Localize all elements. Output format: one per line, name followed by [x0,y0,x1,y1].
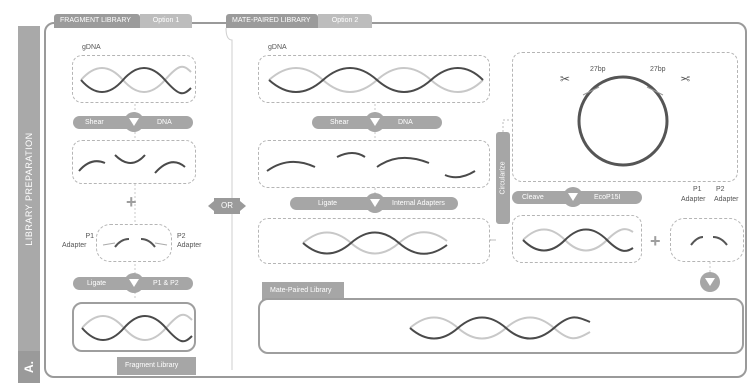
mate-p1-label: P1 [693,186,702,193]
down-triangle-icon [124,273,144,293]
fragment-p1p2-label: P1 & P2 [153,280,179,287]
tab-mate-paired-library[interactable]: MATE-PAIRED LIBRARY [226,14,318,28]
tab-mate-option[interactable]: Option 2 [318,14,372,28]
mate-shear-label: Shear [330,119,349,126]
tab-fragment-option[interactable]: Option 1 [140,14,192,28]
mate-p1-adapter-label: Adapter [681,196,706,203]
or-badge: OR [208,198,246,214]
fragment-p1-label: P1 [85,233,94,240]
library-preparation-sidebar: LIBRARY PREPARATION [18,26,40,351]
down-triangle-icon [124,112,144,132]
sheared-fragments-icon [78,154,186,174]
cleaved-strand-icon [522,228,634,252]
fragment-adapters-box [96,224,172,262]
fragment-gdna-label: gDNA [82,44,101,51]
plus-icon: + [650,231,661,251]
section-label: A. [18,351,40,383]
fragment-p1-adapter-label: Adapter [62,242,87,249]
mate-ligated-box [258,218,490,264]
mate-gdna-label: gDNA [268,44,287,51]
adapter-arcs-icon [102,238,168,248]
bp-left-label: 27bp [590,66,606,73]
fragment-p2-adapter-label: Adapter [177,242,202,249]
mate-adapters-box [670,218,744,262]
down-triangle-icon [700,272,720,292]
down-triangle-icon [365,112,385,132]
mate-sheared-box [258,140,490,188]
fragment-sheared-box [72,140,196,184]
cleave-label: Cleave [522,194,544,201]
bp-right-label: 27bp [650,66,666,73]
scissors-icon: ✂ [560,72,571,86]
ligated-strand-icon [302,231,448,255]
mate-paired-strand-icon [409,316,591,340]
fragment-library-result-label: Fragment Library [117,357,196,375]
gdna-strand-icon [268,67,484,93]
down-triangle-icon [563,187,583,207]
fragment-dna-label: DNA [157,119,172,126]
fragment-library-strand-icon [81,313,193,343]
circular-dna-icon [577,75,669,167]
circular-dna-box [512,52,738,182]
gdna-strand-icon [80,65,192,95]
ecop15i-label: EcoP15I [594,194,621,201]
cleaved-box [512,215,642,263]
mate-paired-library-box [258,298,744,354]
circularize-label: Circularize [499,161,507,195]
mate-p2-adapter-label: Adapter [714,196,739,203]
circularize-bar: Circularize [496,132,510,224]
mate-p2-label: P2 [716,186,725,193]
plus-icon: + [126,192,137,212]
adapter-arcs-icon [690,236,728,246]
scissors-icon: ✂ [680,72,691,86]
fragment-shear-label: Shear [85,119,104,126]
down-triangle-icon [365,193,385,213]
fragment-ligate-label: Ligate [87,280,107,287]
mate-dna-label: DNA [398,119,413,126]
tab-fragment-library[interactable]: FRAGMENT LIBRARY [54,14,140,28]
fragment-gdna-box [72,55,196,103]
fragment-library-box [72,302,196,352]
mate-gdna-box [258,55,490,103]
sheared-fragments-icon [266,152,476,179]
mate-paired-library-result-label: Mate-Paired Library [262,282,344,300]
fragment-p2-label: P2 [177,233,186,240]
mate-ligate-label: Ligate [318,200,338,207]
mate-internal-adapters-label: Internal Adapters [392,200,445,207]
